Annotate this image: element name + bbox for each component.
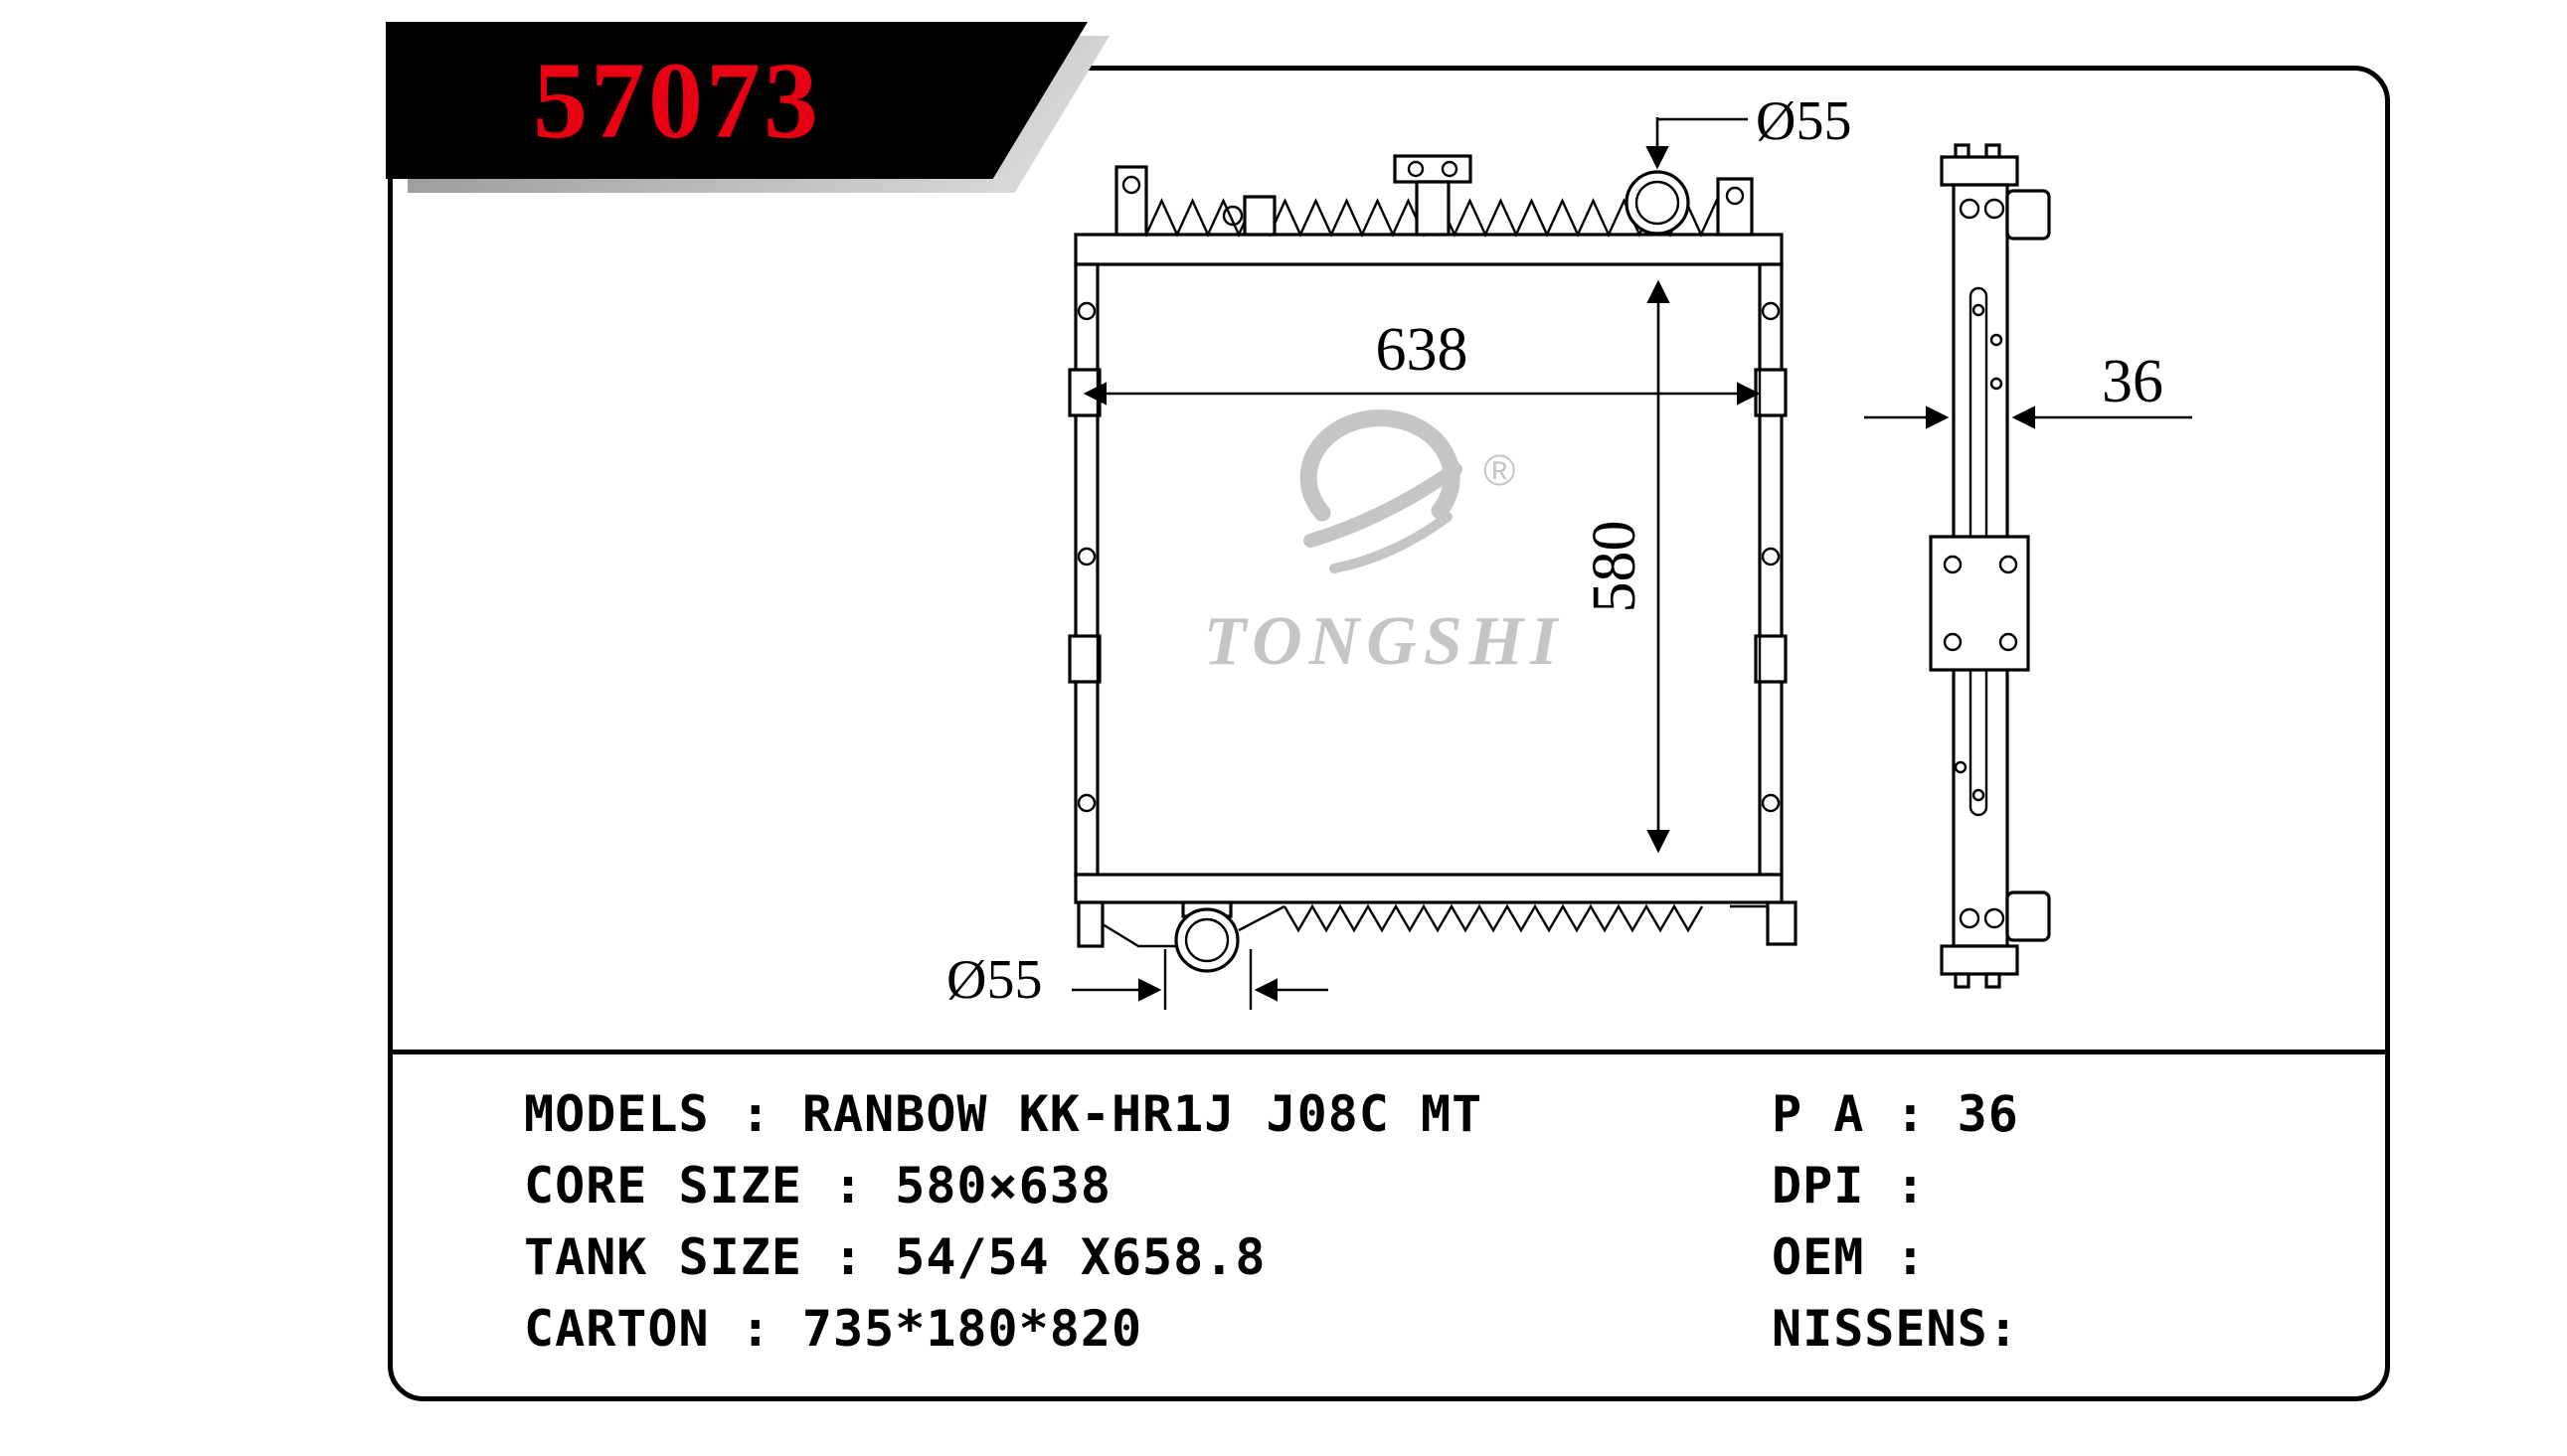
part-number: 57073 <box>533 39 821 161</box>
dimension-inlet-diameter: Ø55 <box>1645 90 1851 170</box>
right-clamp <box>1716 177 1754 237</box>
svg-text:Ø55: Ø55 <box>1756 90 1851 152</box>
svg-text:638: 638 <box>1376 316 1468 384</box>
part-number-ribbon: 57073 <box>386 22 1121 205</box>
bottom-tank <box>1077 900 1797 973</box>
spec-dpi: DPI : <box>1772 1157 1927 1214</box>
dimension-height-580: 580 <box>1581 279 1670 854</box>
dimension-width-638: 638 <box>1083 316 1761 405</box>
spec-column-left: MODELS : RANBOW KK-HR1J J08C MT CORE SIZ… <box>524 1089 1482 1354</box>
inlet-pipe <box>1625 170 1690 236</box>
spec-oem: OEM : <box>1772 1228 1927 1286</box>
dimension-depth-36: 36 <box>1864 348 2192 429</box>
radiator-side-view <box>1929 143 2051 989</box>
radiator-front-view <box>1068 154 1797 973</box>
svg-text:580: 580 <box>1581 521 1648 613</box>
spec-carton: CARTON : 735*180*820 <box>524 1300 1143 1358</box>
spec-column-right: P A : 36 DPI : OEM : NISSENS: <box>1772 1089 2019 1354</box>
spec-nissens: NISSENS: <box>1772 1300 2019 1358</box>
sheet-border <box>388 66 2390 1401</box>
side-mount-bracket <box>1929 535 2030 672</box>
svg-text:36: 36 <box>2102 348 2163 415</box>
left-clamp <box>1114 165 1148 237</box>
brand-wordmark: TONGSHI <box>1204 603 1565 680</box>
filler-neck <box>1243 195 1277 237</box>
tongshi-watermark-logo: ® TONGSHI <box>1204 409 1565 680</box>
section-divider <box>392 1050 2386 1054</box>
spec-models: MODELS : RANBOW KK-HR1J J08C MT <box>524 1085 1483 1143</box>
spec-core-size: CORE SIZE : 580×638 <box>524 1157 1112 1214</box>
technical-drawing: ® TONGSHI <box>946 90 2192 1011</box>
ribbon: 57073 <box>386 22 1088 179</box>
spec-tank-size: TANK SIZE : 54/54 X658.8 <box>524 1228 1267 1286</box>
svg-text:Ø55: Ø55 <box>946 949 1042 1011</box>
spec-pa: P A : 36 <box>1772 1085 2019 1143</box>
dimension-outlet-diameter: Ø55 <box>946 949 1328 1011</box>
top-bracket <box>1393 154 1472 237</box>
registered-trademark: ® <box>1483 446 1515 495</box>
